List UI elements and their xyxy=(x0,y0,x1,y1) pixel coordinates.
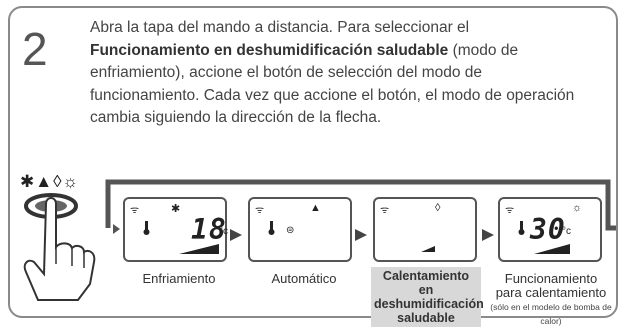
snowflake-icon: ✱ xyxy=(171,203,181,215)
mode-icons-row: ✱▲◊☼ xyxy=(20,172,80,191)
signal-icon: ᯤ xyxy=(130,205,140,216)
caption-line: Funcionamiento xyxy=(504,271,598,286)
caption-line: saludable xyxy=(397,311,455,325)
water-drop-icon: ◊ xyxy=(435,202,441,214)
hand-pressing-button-icon xyxy=(23,193,96,301)
caption-enfriamiento: Enfriamiento xyxy=(142,271,216,286)
temperature-value: 18 xyxy=(191,213,227,246)
arrow-right-icon xyxy=(230,229,242,241)
instruction-line-1: Abra la tapa del mando a distancia. Para… xyxy=(90,19,470,36)
temperature-value: 30 xyxy=(530,213,566,246)
step-number: 2 xyxy=(22,23,48,75)
caption-line: Calentamiento en xyxy=(382,269,470,297)
display-automatico: ᯤ ▲ ⊜ xyxy=(248,197,352,262)
signal-icon: ᯤ xyxy=(380,205,390,216)
fan-speed-bars-icon xyxy=(534,244,570,254)
thermometer-icon xyxy=(143,221,150,235)
arrow-right-icon xyxy=(355,229,367,241)
instruction-bold: Funcionamiento en deshumidificación salu… xyxy=(90,41,449,59)
auto-fan-icon: ⊜ xyxy=(286,225,295,236)
caption-deshumidificacion: Calentamiento en deshumidificación salud… xyxy=(371,267,484,327)
heat-pump-note: (sólo en el modelo de bomba de calor) xyxy=(490,302,612,326)
auto-mode-icon: ▲ xyxy=(310,202,321,214)
signal-icon: ᯤ xyxy=(505,205,515,216)
caption-automatico: Automático xyxy=(271,271,337,286)
fan-speed-bars-icon xyxy=(421,246,435,252)
temperature-unit: °c xyxy=(562,226,571,237)
display-calentamiento: ᯤ ☼ 30 °c xyxy=(498,197,602,262)
arrow-right-icon xyxy=(482,229,494,241)
caption-line: para calentamiento xyxy=(495,285,607,300)
display-deshumidificacion: ᯤ ◊ xyxy=(373,197,477,262)
caption-calentamiento: Funcionamiento para calentamiento (sólo … xyxy=(486,272,616,328)
signal-icon: ᯤ xyxy=(255,205,265,216)
temperature-unit: °c xyxy=(219,226,228,237)
instruction-rest: (modo de enfriamiento), accione el botón… xyxy=(90,41,575,127)
sun-icon: ☼ xyxy=(572,202,583,214)
display-enfriamiento: ᯤ ✱ 18 °c xyxy=(123,197,228,262)
step-frame xyxy=(8,6,618,318)
thermometer-icon xyxy=(268,221,275,235)
caption-line: deshumidificación xyxy=(374,297,484,311)
instruction-text: Abra la tapa del mando a distancia. Para… xyxy=(90,17,590,130)
thermometer-icon xyxy=(518,221,525,235)
fan-speed-bars-icon xyxy=(179,244,219,254)
